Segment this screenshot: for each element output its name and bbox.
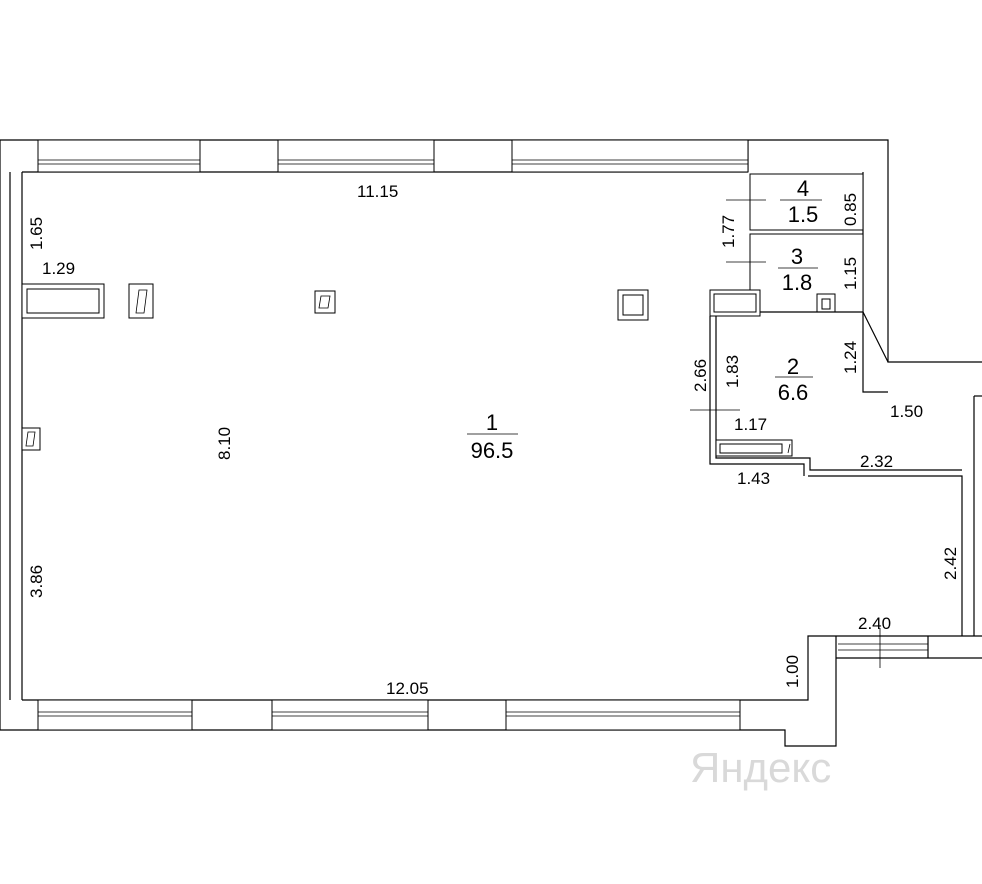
dim-bath-side: 1.77 <box>719 215 738 248</box>
room-4-area: 1.5 <box>788 202 819 227</box>
columns <box>21 283 649 451</box>
room-4-number: 4 <box>797 176 809 201</box>
room-2-number: 2 <box>787 354 799 379</box>
dim-bottom-step: 1.00 <box>783 655 802 688</box>
dim-r2-outer: 2.66 <box>691 359 710 392</box>
room-1-number: 1 <box>486 410 498 435</box>
room-4-label: 4 1.5 <box>788 176 819 227</box>
dim-top: 11.15 <box>357 182 398 201</box>
dim-left-lower: 3.86 <box>27 565 46 598</box>
room-2-area: 6.6 <box>778 380 809 405</box>
dim-r2-inner: 1.83 <box>723 355 742 388</box>
dim-r4-h: 0.85 <box>841 193 860 226</box>
dim-r2-width: 1.17 <box>734 415 767 434</box>
dim-r3-h: 1.15 <box>841 257 860 290</box>
dim-right-mid: 2.32 <box>860 452 893 471</box>
dim-left-niche: 1.29 <box>42 259 75 278</box>
room-3-area: 1.8 <box>782 270 813 295</box>
dim-bottom: 12.05 <box>386 679 429 698</box>
watermark-logo: Яндекс <box>690 744 831 791</box>
dim-r2-bottom: 1.43 <box>737 469 770 488</box>
dim-r2-right: 1.24 <box>841 341 860 374</box>
room-1-label: 1 96.5 <box>471 410 514 463</box>
room-1-area: 96.5 <box>471 438 514 463</box>
dimension-lines <box>467 199 881 668</box>
bottom-windows <box>37 643 928 731</box>
dim-right-low: 2.42 <box>941 547 960 580</box>
dim-left-upper: 1.65 <box>27 217 46 250</box>
dim-right-step: 1.50 <box>890 402 923 421</box>
top-windows <box>37 139 749 173</box>
bathroom-block <box>709 173 962 476</box>
room-2-label: 2 6.6 <box>778 354 809 405</box>
room-3-number: 3 <box>791 244 803 269</box>
dim-height-main: 8.10 <box>215 427 234 460</box>
room-3-label: 3 1.8 <box>782 244 813 295</box>
dim-bottom-right: 2.40 <box>858 614 891 633</box>
